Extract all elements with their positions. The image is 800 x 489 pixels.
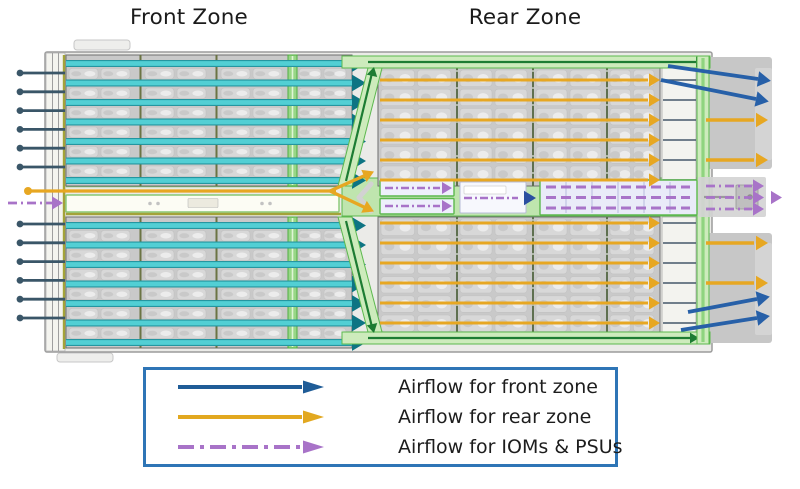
iom-psu-airflow-arrows (8, 179, 782, 216)
front-zone-arrow-icon (178, 380, 324, 394)
rear-zone-arrow-icon (178, 410, 324, 424)
ioms-psus-arrow-icon (178, 440, 324, 454)
front-zone-label: Front Zone (130, 5, 248, 30)
legend-item-front-zone: Airflow for front zone (146, 374, 615, 400)
rear-zone-air-channels (337, 55, 711, 345)
legend-label-ioms-psus: Airflow for IOMs & PSUs (398, 436, 623, 458)
legend-label-rear-zone: Airflow for rear zone (398, 406, 592, 428)
front-zone-airflow-bars (66, 55, 366, 351)
rear-zone-airflow-arrows (380, 73, 768, 330)
rear-fan-modules (700, 57, 772, 343)
legend-item-ioms-psus: Airflow for IOMs & PSUs (146, 434, 623, 460)
legend-item-rear-zone: Airflow for rear zone (146, 404, 615, 430)
airflow-legend: Airflow for front zone Airflow for rear … (143, 367, 623, 467)
fan-grille-lines (663, 79, 696, 324)
front-zone-exit-arrows (660, 64, 771, 332)
rear-zone-drives (377, 67, 697, 333)
front-zone-intake-arrows (16, 69, 65, 322)
rear-zone-feed-fork (24, 169, 374, 214)
rear-zone-label: Rear Zone (468, 5, 582, 30)
legend-label-front-zone: Airflow for front zone (398, 376, 598, 398)
